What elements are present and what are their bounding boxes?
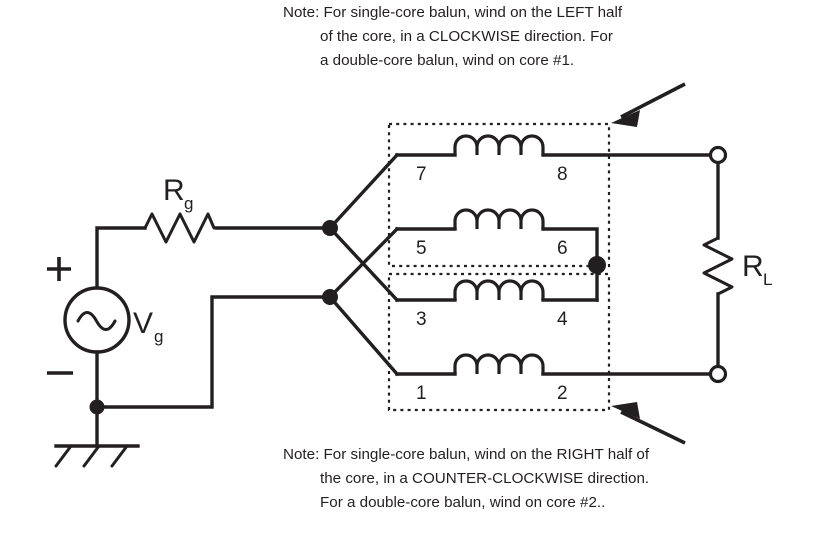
terminal-label-8: 8 [557,164,568,185]
rg-label-sub: g [184,194,193,213]
voltage-source [63,286,131,354]
top-note-line-1: Note: For single-core balun, wind on the… [283,4,623,21]
ground-junction-dot [89,399,105,415]
top-note-arrow [611,82,686,127]
vg-label: V g [133,307,163,346]
core-2-boundary [387,272,611,412]
load-terminal-bottom [708,364,728,384]
bottom-note-line-3: For a double-core balun, wind on core #2… [320,494,605,511]
terminal-label-1: 1 [416,383,427,404]
winding-1-2: 1 2 [395,353,720,404]
ground-symbol [54,444,140,468]
winding-7-8: 7 8 [395,134,720,185]
bottom-note-block: Note: For single-core balun, wind on the… [283,446,650,511]
top-note-block: Note: For single-core balun, wind on the… [283,4,623,69]
bottom-note-line-2: the core, in a COUNTER-CLOCKWISE directi… [320,470,649,487]
load-branch [702,145,734,384]
source-bottom-branch [95,295,332,448]
terminal-6-4-junction-dot [588,256,606,274]
rl-label-main: R [742,250,764,283]
terminal-label-5: 5 [416,238,427,259]
source-polarity [47,257,73,375]
rl-label-sub: L [763,270,772,289]
winding-3-4: 3 4 [395,279,599,330]
terminal-label-6: 6 [557,238,568,259]
sine-wave-icon [76,311,117,331]
terminal-label-3: 3 [416,309,427,330]
rg-resistor-symbol [143,212,219,244]
top-note-line-3: a double-core balun, wind on core #1. [320,52,574,69]
winding-5-6: 5 6 [395,208,599,302]
core-1-boundary [387,122,611,268]
bottom-note-line-1: Note: For single-core balun, wind on the… [283,446,650,463]
top-note-line-2: of the core, in a CLOCKWISE direction. F… [320,28,613,45]
vg-label-sub: g [154,327,163,346]
bottom-note-arrow [611,402,686,445]
terminal-label-4: 4 [557,309,568,330]
rg-label: R g [163,174,193,213]
terminal-label-2: 2 [557,383,568,404]
terminal-label-7: 7 [416,164,427,185]
load-terminal-top [708,145,728,165]
source-top-branch [95,226,332,292]
vg-label-main: V [133,307,153,340]
feed-crossover-wires [327,152,400,377]
rg-label-main: R [163,174,185,207]
rl-label: R L [742,250,772,289]
